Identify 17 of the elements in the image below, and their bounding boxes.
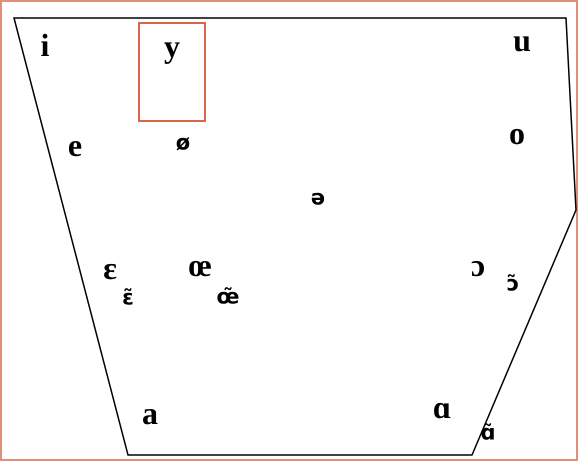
highlight-box bbox=[138, 22, 206, 122]
vowel-symbol: ɔ̃ bbox=[506, 274, 520, 294]
vowel-symbol: ɔ bbox=[470, 249, 486, 281]
vowel-symbol: ɑ̃ bbox=[480, 422, 496, 444]
vowel-symbol: u bbox=[513, 24, 531, 56]
vowel-symbol: œ̃ bbox=[216, 286, 240, 308]
vowel-symbol: e bbox=[68, 129, 82, 161]
vowel-symbol: a bbox=[142, 397, 158, 429]
vowel-symbol: œ bbox=[188, 249, 212, 281]
vowel-symbol: y bbox=[164, 30, 180, 62]
vowel-symbol: ɛ̃ bbox=[122, 288, 134, 308]
vowel-symbol: o bbox=[509, 117, 525, 149]
vowel-symbol: i bbox=[40, 29, 50, 61]
vowel-symbol: ɑ bbox=[432, 391, 452, 423]
vowel-symbol: ə bbox=[310, 188, 326, 208]
vowel-symbol: ɛ bbox=[103, 252, 117, 284]
vowel-symbol: ø bbox=[176, 132, 190, 154]
